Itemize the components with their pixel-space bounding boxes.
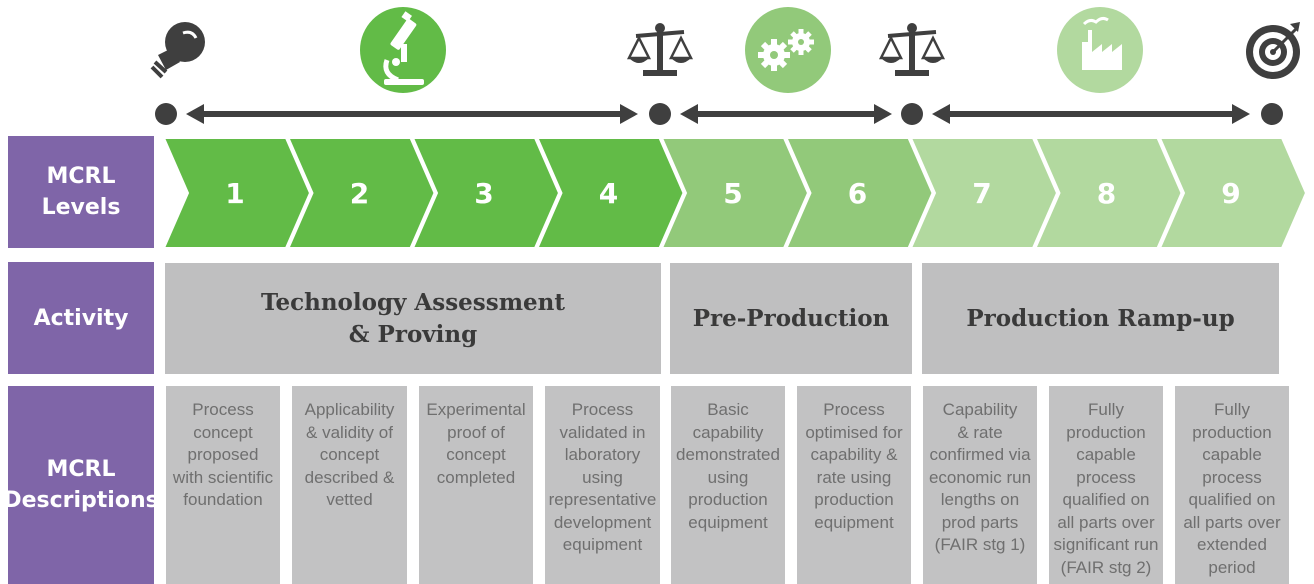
description-text: Applicability & validity of concept desc… (304, 400, 395, 509)
phase-icon-factory (1057, 7, 1143, 93)
description-text: Process optimised for capability & rate … (805, 400, 903, 532)
mcrl-level-chevrons: 1 2 3 4 5 6 7 8 9 (162, 137, 1308, 249)
phase-icon-microscope (360, 7, 446, 93)
level-chevron-6 (784, 137, 934, 249)
phase-icon-gears (745, 7, 831, 93)
level-chevron-9 (1158, 137, 1308, 249)
description-text: Basic capability demonstrated using prod… (676, 400, 780, 532)
row-label-levels: MCRL Levels (8, 136, 154, 248)
level-number-1: 1 (225, 177, 244, 210)
description-text: Capability & rate confirmed via economic… (928, 400, 1032, 554)
milestone-dot (901, 103, 923, 125)
description-level-7: Capability & rate confirmed via economic… (923, 386, 1037, 584)
row-label-activity: Activity (8, 262, 154, 374)
target-icon (1246, 22, 1300, 79)
scales-icon-2 (878, 23, 946, 76)
factory-icon (1082, 16, 1122, 70)
level-chevron-5 (660, 137, 810, 249)
level-number-7: 7 (972, 177, 991, 210)
description-level-6: Process optimised for capability & rate … (797, 386, 911, 584)
description-level-2: Applicability & validity of concept desc… (292, 386, 407, 584)
milestone-dot (1261, 103, 1283, 125)
microscope-icon (383, 11, 424, 85)
row-label-activity-text: Activity (33, 305, 129, 331)
description-level-5: Basic capability demonstrated using prod… (671, 386, 785, 584)
level-number-2: 2 (350, 177, 369, 210)
activity-text: Pre-Production (692, 304, 890, 332)
description-text: Experimental proof of concept completed (426, 400, 526, 487)
activity-pre-production: Pre-Production (670, 263, 912, 374)
row-label-descriptions-text: MCRL Descriptions (3, 457, 159, 513)
level-chevron-4 (535, 137, 685, 249)
description-level-1: Process concept proposed with scientific… (166, 386, 280, 584)
activity-production-ramp-up: Production Ramp-up (922, 263, 1279, 374)
description-text: Process validated in laboratory using re… (548, 400, 657, 554)
level-number-3: 3 (474, 177, 493, 210)
scales-icon-1 (626, 23, 694, 76)
description-text: Process concept proposed with scientific… (172, 400, 274, 509)
activity-technology-assessment: Technology Assessment & Proving (165, 263, 661, 374)
description-level-4: Process validated in laboratory using re… (545, 386, 660, 584)
gears-icon (758, 29, 814, 71)
lightbulb-icon (150, 22, 205, 79)
description-text: Fully production capable process qualifi… (1183, 400, 1281, 577)
description-level-3: Experimental proof of concept completed (419, 386, 533, 584)
level-chevron-7 (909, 137, 1059, 249)
level-chevron-3 (411, 137, 561, 249)
row-label-levels-text: MCRL Levels (41, 164, 121, 220)
level-chevron-1 (162, 137, 312, 249)
level-chevron-2 (286, 137, 436, 249)
activity-text: Technology Assessment & Proving (260, 288, 566, 348)
description-level-9: Fully production capable process qualifi… (1175, 386, 1289, 584)
level-number-6: 6 (848, 177, 867, 210)
level-number-8: 8 (1097, 177, 1116, 210)
activity-text: Production Ramp-up (966, 304, 1235, 332)
level-number-9: 9 (1221, 177, 1240, 210)
description-text: Fully production capable process qualifi… (1053, 400, 1159, 577)
level-number-5: 5 (723, 177, 742, 210)
description-level-8: Fully production capable process qualifi… (1049, 386, 1163, 584)
level-number-4: 4 (599, 177, 618, 210)
milestone-dot (649, 103, 671, 125)
timeline (155, 103, 1283, 125)
milestone-dot (155, 103, 177, 125)
row-label-descriptions: MCRL Descriptions (3, 386, 159, 584)
level-chevron-8 (1033, 137, 1183, 249)
